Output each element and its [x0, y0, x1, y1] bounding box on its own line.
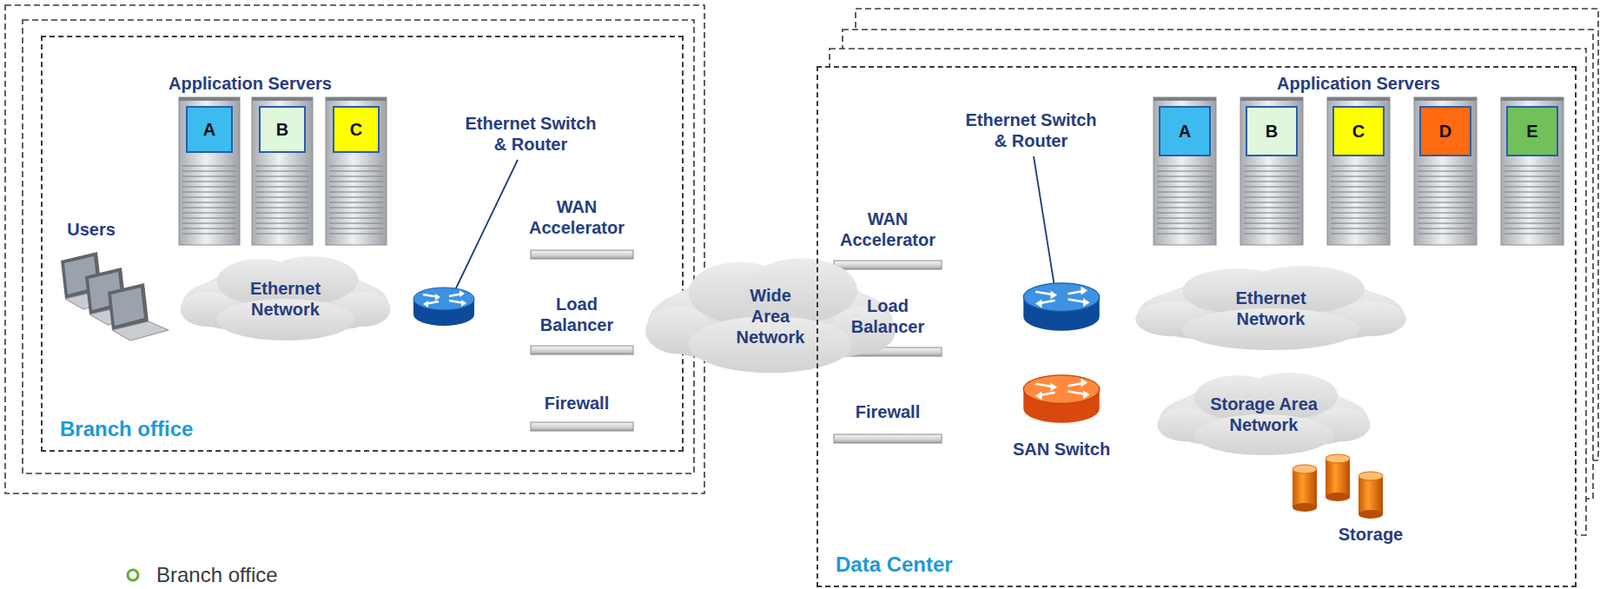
site-region: Branch office A B C Ethernet Network [40, 35, 684, 452]
network-cloud: Wide Area Network [642, 257, 899, 376]
node-text: A [1178, 121, 1191, 142]
node-text: B [276, 119, 289, 140]
node-text: C [1352, 121, 1365, 142]
server-box: B [258, 105, 306, 153]
node-text: Storage Area Network [1198, 393, 1329, 436]
node-text: Ethernet Network [1223, 287, 1319, 330]
node-text: Ethernet Network [238, 277, 334, 320]
device-label: Firewall [524, 392, 629, 414]
device-label: Load Balancer [835, 295, 940, 338]
cloud-shape [1132, 264, 1409, 352]
device-label: Firewall [835, 401, 940, 423]
device-label: Ethernet Switch & Router [961, 109, 1101, 152]
bullet [127, 569, 139, 581]
network-cloud: Ethernet Network [1132, 264, 1409, 352]
device-label: WAN Accelerator [826, 208, 949, 251]
server-tower [1500, 97, 1564, 245]
device-label: Storage [1322, 523, 1419, 545]
server-box: C [332, 105, 380, 153]
server-tower [325, 97, 387, 245]
server-tower [1327, 97, 1390, 245]
device-label: SAN Switch [1000, 438, 1123, 460]
site-region: Data Center A B C D E Ethernet NetworkStorage … [816, 66, 1577, 588]
storage-cylinders [1292, 454, 1383, 519]
cloud-shape [1155, 371, 1373, 457]
device-label: Users [56, 218, 126, 240]
node-text: E [1526, 121, 1538, 142]
server-tower [178, 97, 240, 245]
node-text: A [203, 119, 216, 140]
server-box: A [185, 105, 233, 153]
network-cloud: Storage Area Network [1155, 371, 1373, 457]
device-label: Load Balancer [524, 293, 629, 336]
device-label: WAN Accelerator [515, 196, 638, 239]
node-text: Wide Area Network [730, 284, 811, 348]
server-box: D [1419, 105, 1472, 157]
server-tower [1240, 97, 1303, 245]
node-text: B [1265, 121, 1278, 142]
network-cloud: Ethernet Network [178, 255, 393, 343]
node-text: D [1439, 121, 1452, 142]
front-ground [40, 35, 684, 452]
region-title: Data Center [835, 552, 953, 577]
device-label: Application Servers [1254, 72, 1463, 94]
node-text: C [350, 119, 363, 140]
server-box: E [1506, 105, 1559, 157]
bullet-text: Branch office [156, 562, 278, 588]
front-ground [816, 66, 1577, 588]
server-tower [1414, 97, 1477, 245]
server-tower [1153, 97, 1217, 245]
cloud-shape [178, 255, 393, 343]
device-label: Application Servers [145, 72, 355, 94]
server-box: A [1158, 105, 1211, 157]
device-bars [530, 250, 942, 443]
server-box: B [1245, 105, 1298, 157]
router-icon [413, 287, 475, 326]
laptops [60, 251, 169, 341]
router-icon [1023, 283, 1100, 331]
device-label: Ethernet Switch & Router [461, 112, 601, 155]
server-tower [251, 97, 313, 245]
san-switch-icon [1023, 375, 1100, 424]
server-box: C [1332, 105, 1385, 157]
region-title: Branch office [59, 416, 193, 442]
